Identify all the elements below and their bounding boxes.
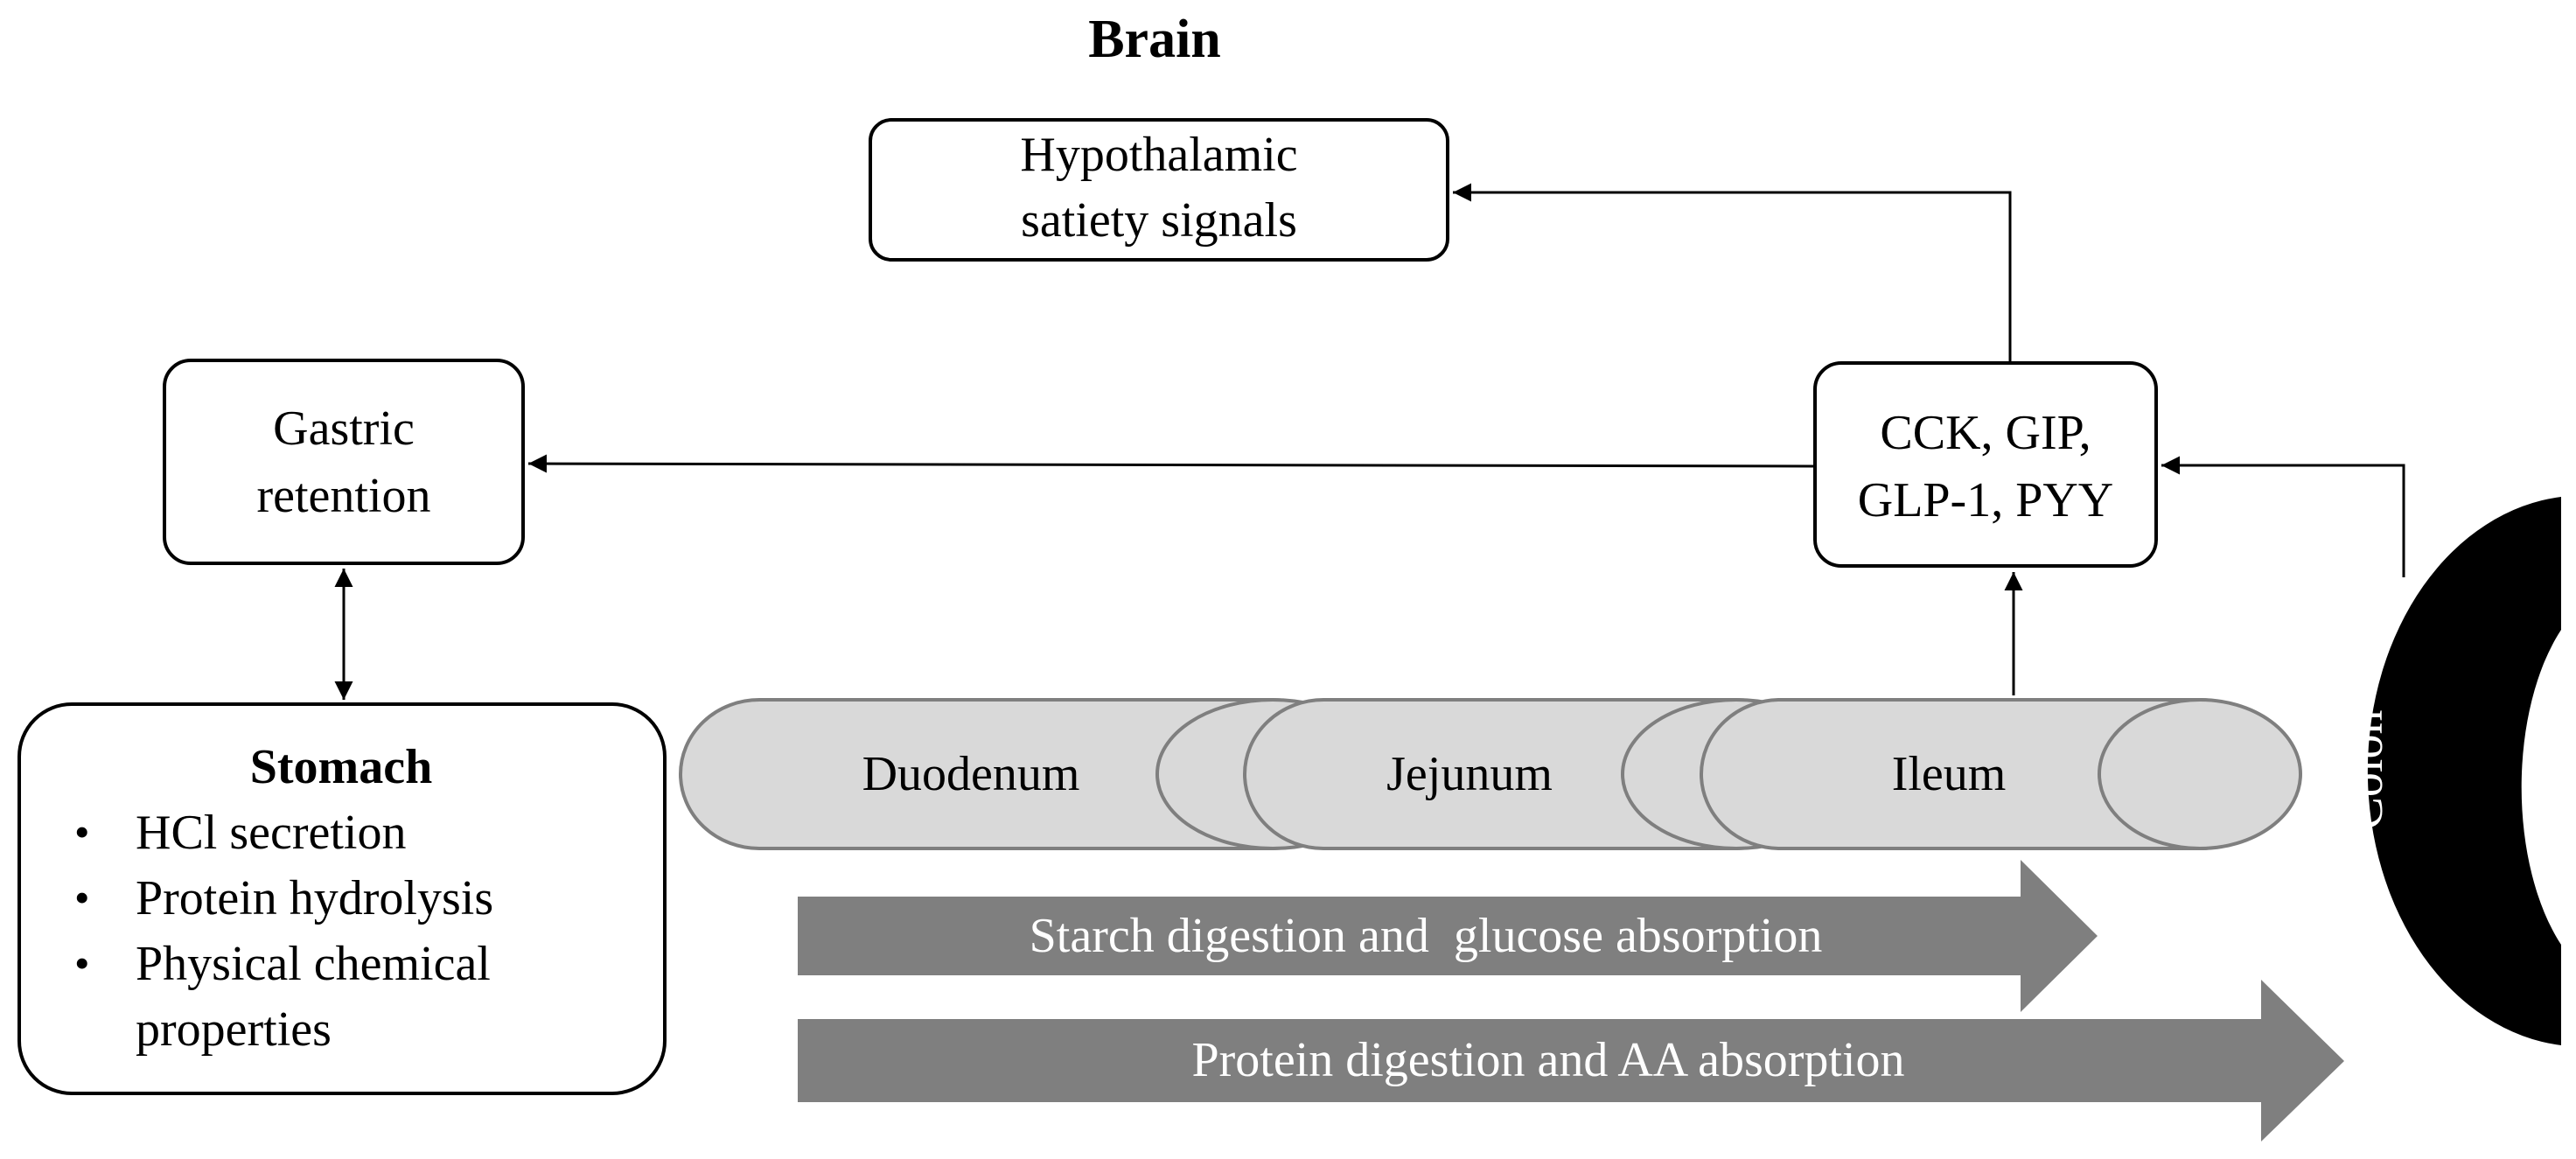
stomach-bullet-3: Physical chemical bbox=[136, 937, 491, 991]
starch-arrow-label: Starch digestion and glucose absorption bbox=[1030, 909, 1823, 963]
colon: Colon SCFA bbox=[2339, 497, 2561, 1045]
stomach-box: Stomach • HCl secretion • Protein hydrol… bbox=[17, 702, 667, 1095]
gastric-line2: retention bbox=[256, 469, 430, 523]
hormones-line2: GLP-1, PYY bbox=[1858, 473, 2113, 527]
intestine: Duodenum Jejunum Ileum bbox=[679, 698, 2302, 850]
starch-band-arrow: Starch digestion and glucose absorption bbox=[798, 860, 2098, 1012]
duodenum-label: Duodenum bbox=[862, 747, 1080, 801]
protein-band-arrow: Protein digestion and AA absorption bbox=[798, 980, 2344, 1142]
stomach-bullet-3-cont: properties bbox=[136, 1002, 332, 1057]
hormones-to-hypothalamic-arrow bbox=[1453, 183, 2012, 363]
stomach-bullet-dot-1: • bbox=[74, 807, 90, 856]
jejunum-label: Jejunum bbox=[1386, 747, 1553, 801]
hormones-line1: CCK, GIP, bbox=[1880, 406, 2091, 460]
stomach-bullet-2: Protein hydrolysis bbox=[136, 871, 493, 925]
stomach-bullet-dot-2: • bbox=[74, 873, 90, 922]
stomach-bullet-1: HCl secretion bbox=[136, 806, 406, 860]
ileum-label: Ileum bbox=[1892, 747, 2007, 801]
brain-title: Brain bbox=[1088, 10, 1221, 69]
hormones-box: CCK, GIP, GLP-1, PYY bbox=[1813, 361, 2158, 568]
gastric-retention-box: Gastric retention bbox=[163, 359, 525, 565]
hypothalamic-box: Hypothalamic satiety signals bbox=[869, 118, 1449, 262]
protein-arrow-label: Protein digestion and AA absorption bbox=[1191, 1033, 1904, 1087]
hypothalamic-line2: satiety signals bbox=[1021, 193, 1297, 248]
colon-sublabel: SCFA bbox=[2424, 709, 2478, 828]
colon-arc bbox=[2367, 497, 2561, 1045]
hypothalamic-line1: Hypothalamic bbox=[1020, 128, 1297, 182]
colon-to-hormones-arrow bbox=[2161, 456, 2405, 577]
stomach-title: Stomach bbox=[250, 740, 432, 794]
duodenum-segment: Duodenum bbox=[679, 698, 1390, 850]
gastric-line1: Gastric bbox=[273, 401, 415, 456]
colon-label: Colon bbox=[2339, 710, 2393, 830]
stomach-bullet-dot-3: • bbox=[74, 939, 90, 988]
ileum-segment: Ileum bbox=[1700, 698, 2302, 850]
hormones-to-gastric-arrow bbox=[527, 454, 1816, 473]
